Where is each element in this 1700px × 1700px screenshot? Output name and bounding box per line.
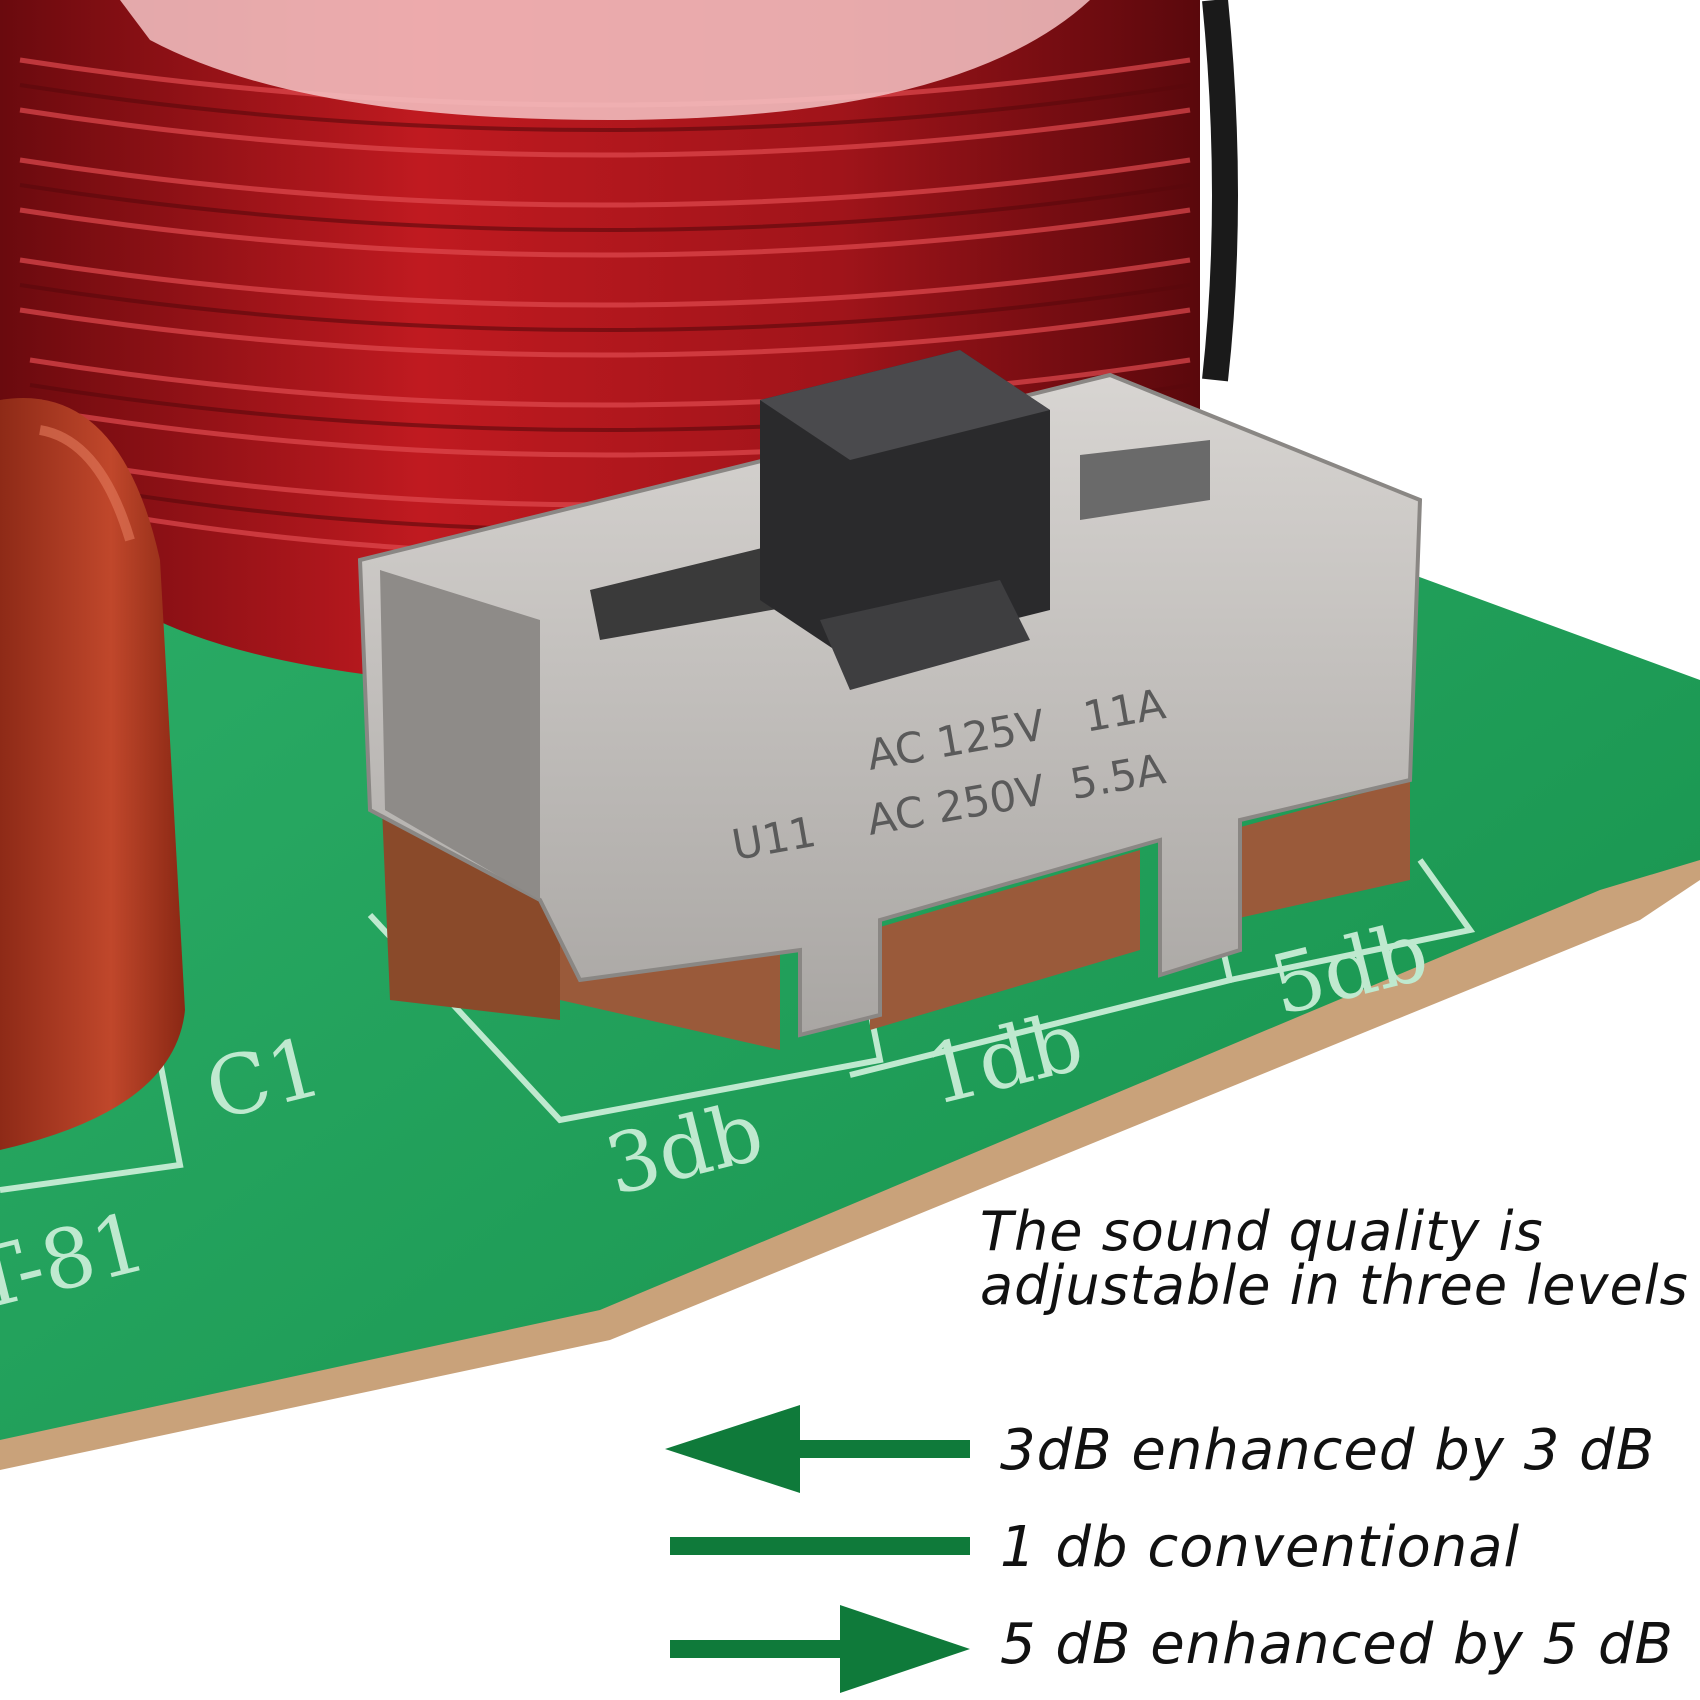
headline-line1: The sound quality is — [980, 1200, 1544, 1263]
headline: The sound quality is adjustable in three… — [980, 1205, 1689, 1313]
headline-line2: adjustable in three levels — [980, 1254, 1689, 1317]
legend-item-1db: 1 db conventional — [1000, 1515, 1521, 1580]
black-wire — [1202, 0, 1238, 382]
right-arrow-icon — [670, 1605, 970, 1693]
legend-arrows — [665, 1405, 970, 1693]
switch-knob — [760, 350, 1050, 690]
legend-item-5db: 5 dB enhanced by 5 dB — [1000, 1612, 1674, 1677]
legend-item-3db: 3dB enhanced by 3 dB — [1000, 1418, 1656, 1483]
capacitor — [0, 398, 185, 1150]
line-icon — [670, 1537, 970, 1555]
inductor-coil — [0, 0, 1200, 690]
left-arrow-icon — [665, 1405, 970, 1493]
